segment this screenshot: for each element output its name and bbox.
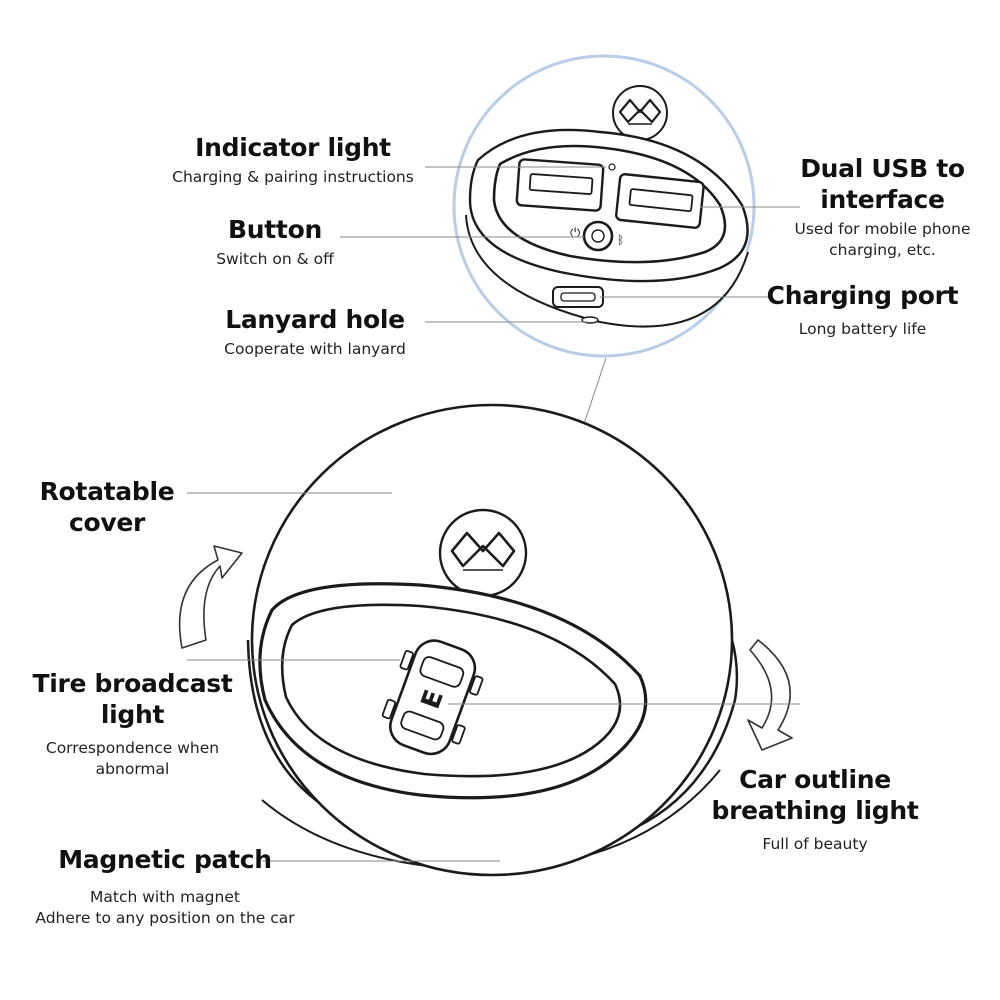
charging-port-desc: Long battery life [798,320,927,338]
charging-port [552,286,604,308]
rotate-arrow-left-icon [178,545,243,649]
tire-light-desc-line2: abnormal [95,759,170,778]
callout-dual-usb: Dual USB to interface Used for mobile ph… [770,155,995,261]
tire-light-title-line2: light [100,700,165,729]
dual-usb-desc-line1: Used for mobile phone [794,220,971,238]
callout-charging-port: Charging port Long battery life [755,282,970,340]
callout-magnetic-patch: Magnetic patch Match with magnet Adhere … [10,846,320,929]
dual-usb-title-line1: Dual USB to [800,154,965,183]
cover-logo-badge [438,508,528,598]
charging-port-title: Charging port [766,281,959,310]
tire-light-title-line1: Tire broadcast [32,669,233,698]
zoom-logo-badge [612,85,668,141]
button-title: Button [228,215,322,244]
power-button [582,220,614,252]
lanyard-hole-desc: Cooperate with lanyard [224,340,406,358]
indicator-light-dot [608,163,616,171]
magnetic-patch-desc-line1: Match with magnet [90,888,240,906]
callout-button: Button Switch on & off [170,216,380,270]
magnetic-patch-desc-line2: Adhere to any position on the car [35,908,295,927]
tire-light-desc-line1: Correspondence when [45,739,220,757]
indicator-light-title: Indicator light [195,133,391,162]
callout-lanyard-hole: Lanyard hole Cooperate with lanyard [180,306,450,360]
button-desc: Switch on & off [216,250,334,268]
indicator-light-desc: Charging & pairing instructions [172,168,414,186]
power-icon: ⏻ [570,226,580,241]
callout-indicator-light: Indicator light Charging & pairing instr… [133,134,453,188]
rotatable-cover-title-line2: cover [68,508,146,537]
rotatable-cover-title-line1: Rotatable [39,477,175,506]
dual-usb-title-line2: interface [820,185,945,214]
main-device: E [246,403,739,877]
lanyard-hole-title: Lanyard hole [225,305,405,334]
rotate-arrow-right-icon [747,639,793,751]
usb-port-left [515,158,605,212]
car-outline-light: E [381,639,484,756]
car-outline-title-line2: breathing light [711,796,919,825]
car-outline-desc: Full of beauty [762,835,868,853]
magnetic-patch-title: Magnetic patch [58,845,272,874]
bluetooth-icon: ᛒ [617,233,624,247]
callout-rotatable-cover: Rotatable cover [22,478,192,536]
usb-port-right [615,173,705,229]
car-outline-title-line1: Car outline [739,765,891,794]
callout-car-outline-light: Car outline breathing light Full of beau… [695,766,935,855]
dual-usb-desc-line2: charging, etc. [829,240,936,259]
zoom-detail: ⏻ ᛒ [452,54,756,486]
callout-tire-broadcast-light: Tire broadcast light Correspondence when… [10,670,255,780]
